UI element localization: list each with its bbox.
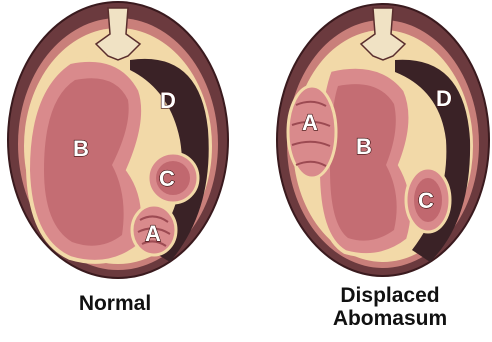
label-normal-c: C (159, 166, 175, 191)
label-displaced-b: B (356, 134, 372, 159)
label-normal-d: D (160, 88, 176, 113)
caption-normal-line: Normal (40, 292, 190, 315)
caption-displaced-abomasum: Displaced Abomasum (300, 284, 480, 330)
label-displaced-c: C (418, 188, 434, 213)
label-normal-a: A (145, 221, 161, 246)
caption-normal: Normal (40, 292, 190, 315)
label-displaced-d: D (436, 86, 452, 111)
label-displaced-a: A (302, 110, 318, 135)
caption-displaced-line-2: Abomasum (300, 307, 480, 330)
caption-displaced-line-1: Displaced (300, 284, 480, 307)
organ-b-inner (330, 84, 397, 241)
normal-cross-section: B C A D (8, 2, 228, 278)
label-normal-b: B (73, 136, 89, 161)
displaced-cross-section: A B C D (277, 4, 489, 276)
